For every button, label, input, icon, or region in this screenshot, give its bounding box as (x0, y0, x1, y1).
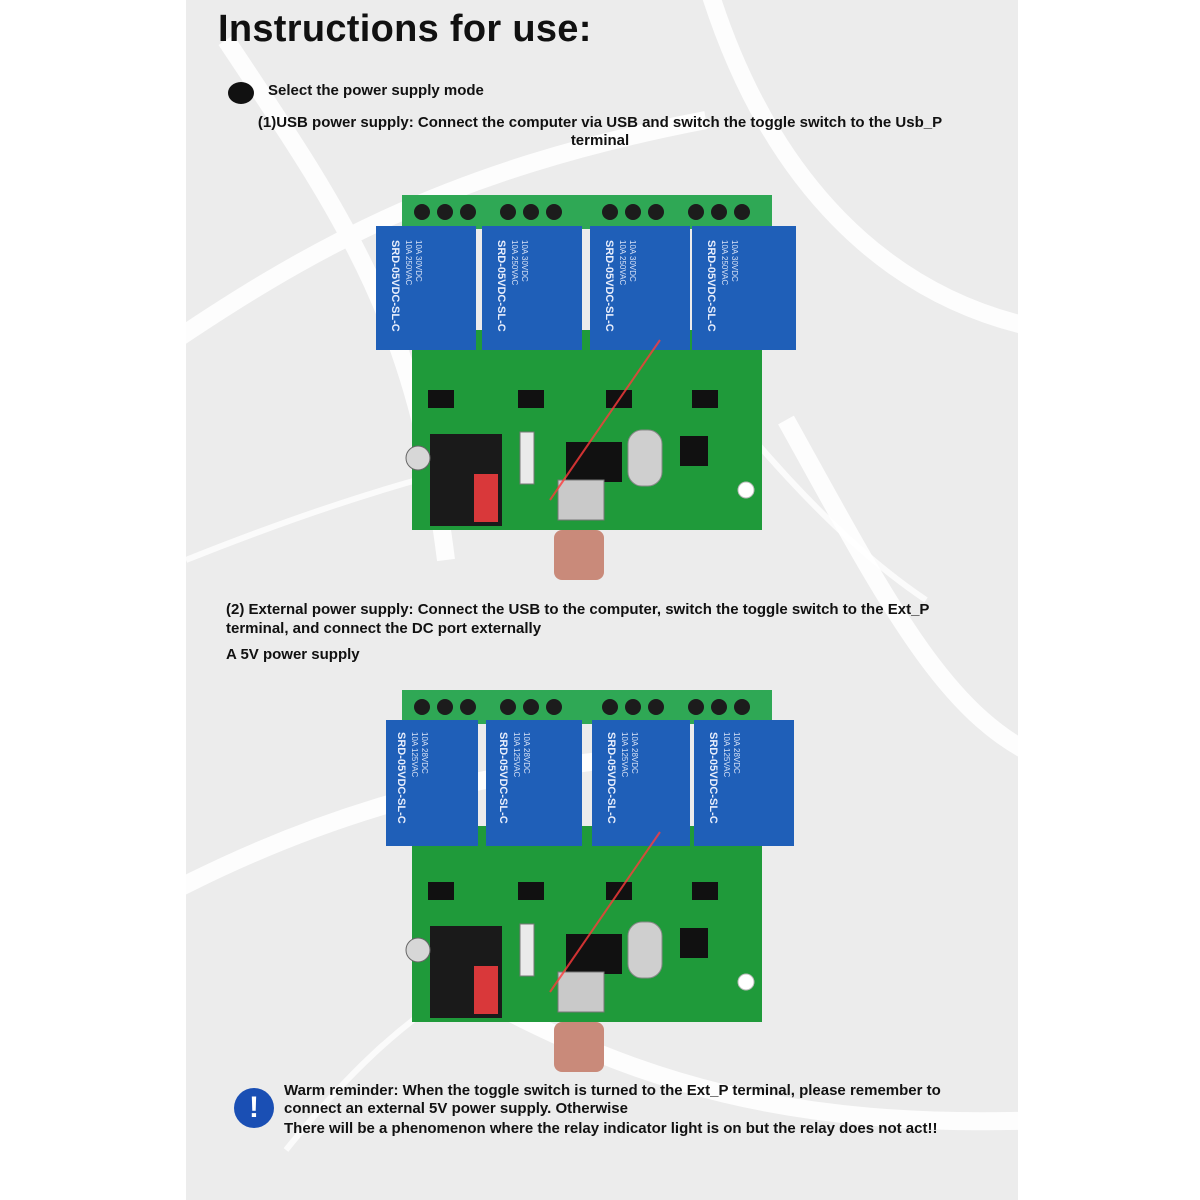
warm-reminder: Warm reminder: When the toggle switch is… (284, 1082, 1004, 1138)
relay-rating-label: 10A 125VAC (620, 732, 629, 777)
reminder-line2: connect an external 5V power supply. Oth… (284, 1100, 628, 1117)
bullet-icon (228, 82, 254, 104)
relay-rating-label: 10A 30VDC (520, 240, 529, 282)
relay-model-label: SRD-05VDC-SL-C (497, 732, 509, 824)
relay-rating-label: 10A 30VDC (628, 240, 637, 282)
warning-icon: ! (234, 1088, 274, 1128)
relay-model-label: SRD-05VDC-SL-C (389, 240, 401, 332)
relay-model-label: SRD-05VDC-SL-C (705, 240, 717, 332)
reminder-line1: Warm reminder: When the toggle switch is… (284, 1082, 941, 1099)
section-heading: Select the power supply mode (268, 82, 484, 99)
relay-board-image-external: SRD-05VDC-SL-C SRD-05VDC-SL-C SRD-05VDC-… (386, 690, 794, 1072)
relay-rating-label: 10A 125VAC (722, 732, 731, 777)
page-title: Instructions for use: (218, 8, 592, 50)
relay-rating-label: 10A 125VAC (410, 732, 419, 777)
relay-rating-label: 10A 28VDC (732, 732, 741, 774)
step1-line2: terminal (570, 132, 630, 149)
relay-rating-label: 10A 28VDC (630, 732, 639, 774)
relay-rating-label: 10A 30VDC (730, 240, 739, 282)
step2-line2: terminal, and connect the DC port extern… (226, 620, 542, 637)
relay-model-label: SRD-05VDC-SL-C (495, 240, 507, 332)
reminder-line3: There will be a phenomenon where the rel… (284, 1120, 938, 1137)
relay-rating-label: 10A 30VDC (414, 240, 423, 282)
relay-rating-label: 10A 250VAC (618, 240, 627, 285)
relay-model-label: SRD-05VDC-SL-C (605, 732, 617, 824)
relay-model-label: SRD-05VDC-SL-C (395, 732, 407, 824)
relay-rating-label: 10A 250VAC (404, 240, 413, 285)
relay-rating-label: 10A 250VAC (510, 240, 519, 285)
relay-rating-label: 10A 28VDC (522, 732, 531, 774)
relay-rating-label: 10A 250VAC (720, 240, 729, 285)
relay-rating-label: 10A 125VAC (512, 732, 521, 777)
relay-board-image-usb: SRD-05VDC-SL-C SRD-05VDC-SL-C SRD-05VDC-… (376, 195, 796, 580)
relay-model-label: SRD-05VDC-SL-C (603, 240, 615, 332)
step1-line1: (1)USB power supply: Connect the compute… (257, 114, 943, 131)
relay-model-label: SRD-05VDC-SL-C (707, 732, 719, 824)
step2-line3: A 5V power supply (226, 646, 360, 663)
relay-rating-label: 10A 28VDC (420, 732, 429, 774)
step2-line1: (2) External power supply: Connect the U… (226, 601, 930, 618)
